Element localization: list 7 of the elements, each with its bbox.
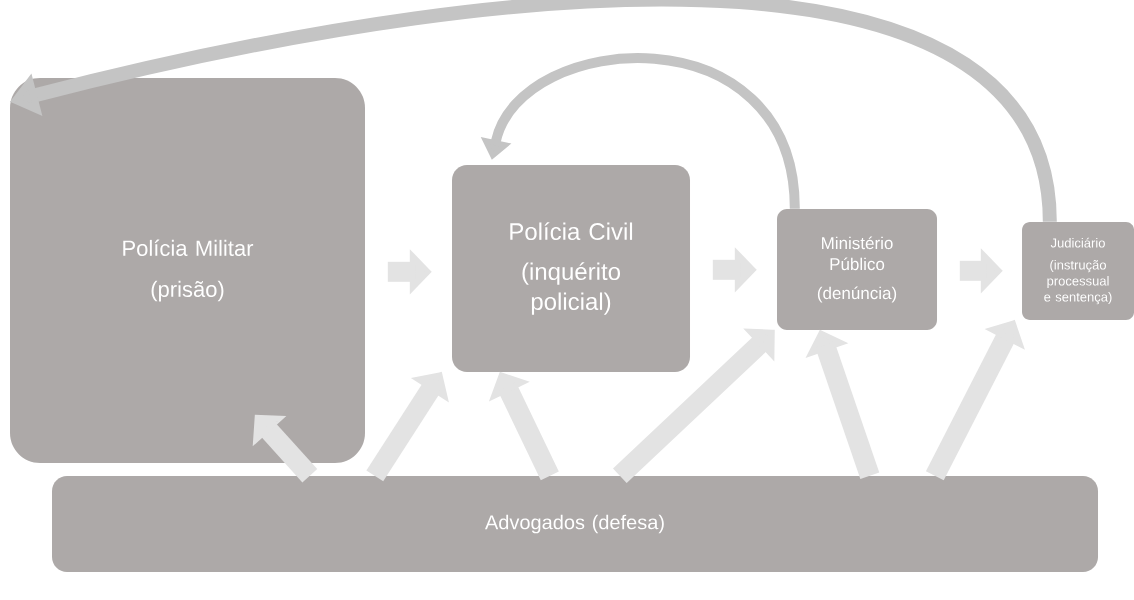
block-arrow — [252, 414, 318, 483]
process-box: Advogados (defesa) — [52, 476, 1098, 572]
process-box: Ministério Público (denúncia) — [777, 209, 937, 330]
block-arrow — [612, 328, 775, 484]
process-box: Polícia Militar (prisão) — [10, 78, 365, 463]
process-box: Judiciário (instrução processual e sentença) — [1022, 222, 1134, 320]
process-box: Polícia Civil (inquérito policial) — [452, 165, 690, 372]
